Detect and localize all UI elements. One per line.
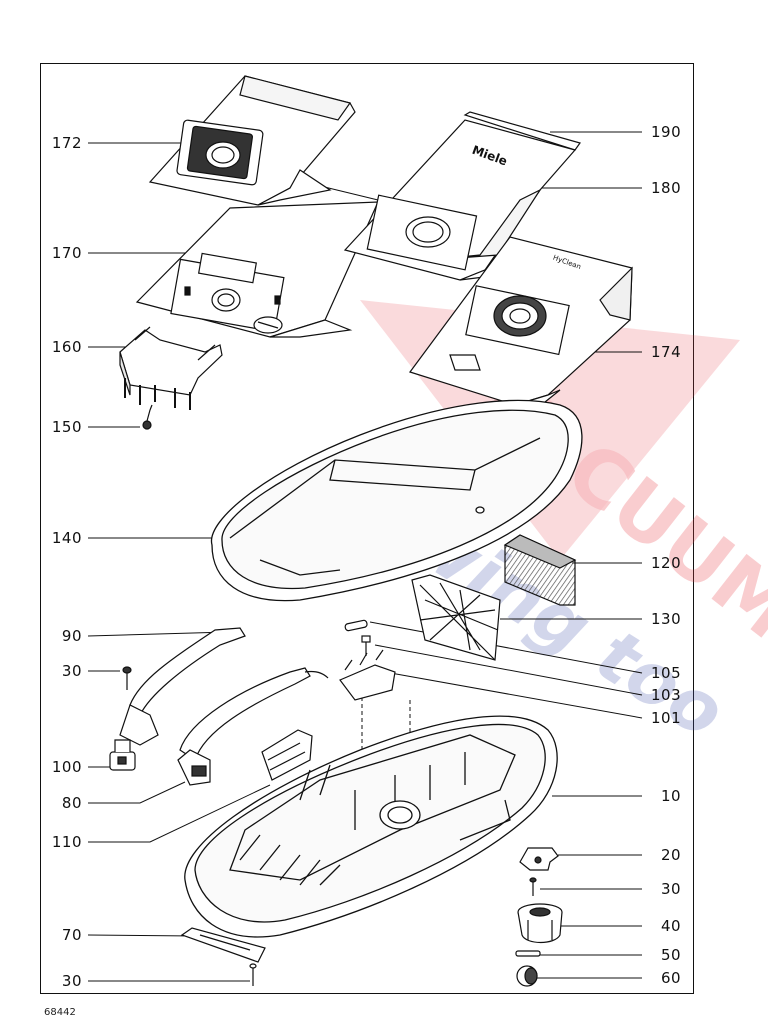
part-190-bag-frame [463,111,581,151]
callout-90: 90 [61,627,82,645]
part-100-switch [109,739,136,771]
part-101-terminal-block [339,649,396,701]
part-80-handle-cable [177,667,329,786]
leader-70 [87,934,196,937]
leader-80 [88,781,186,804]
callout-120: 120 [651,554,682,572]
leader-101 [384,671,643,719]
callout-30b: 30 [661,880,682,898]
callout-160: 160 [51,338,82,356]
part-172-dust-bag [148,75,356,206]
callout-140: 140 [51,529,82,547]
callout-174: 174 [651,343,682,361]
part-180-miele-bag: Miele [343,119,577,281]
leader-105 [369,621,643,674]
part-160-bag-holder [119,326,223,410]
leader-110 [88,784,271,843]
callout-103: 103 [651,686,682,704]
part-140-lid [210,399,583,602]
callout-130: 130 [651,610,682,628]
part-105-pin [344,619,368,632]
part-150-screw [142,404,153,430]
part-60-wheel [516,965,538,987]
callout-100: 100 [51,758,82,776]
leader-90 [87,631,229,637]
callout-70: 70 [61,926,82,944]
part-120-filter [503,534,577,606]
leader-103 [374,644,643,696]
part-30b-screw [529,877,537,896]
part-40-castor [517,903,563,944]
part-90-handle [119,627,246,746]
callout-10: 10 [661,787,682,805]
callout-172: 172 [51,134,82,152]
diagram-frame [40,63,694,994]
callout-40: 40 [661,917,682,935]
callout-60: 60 [661,969,682,987]
callout-80: 80 [61,794,82,812]
part-130-filter-grill [411,574,501,661]
callout-190: 190 [651,123,682,141]
callout-20: 20 [661,846,682,864]
callout-101: 101 [651,709,682,727]
callout-110: 110 [51,833,82,851]
part-174-hyclean-bag: HyClean [409,236,633,406]
part-170-dust-bag [135,201,379,338]
part-110-board [261,729,313,781]
document-number: 68442 [44,1007,76,1018]
callout-30a: 30 [61,662,82,680]
callout-50: 50 [661,946,682,964]
part-30a-screw [122,666,132,690]
part-30c-screw [249,963,257,986]
part-70-bumper [180,927,266,963]
callout-105: 105 [651,664,682,682]
part-50-axle [515,950,541,957]
part-20-bracket [519,847,559,871]
callout-180: 180 [651,179,682,197]
part-10-housing [184,715,558,938]
part-103-screw [361,635,371,656]
callout-170: 170 [51,244,82,262]
callout-150: 150 [51,418,82,436]
callout-30c: 30 [61,972,82,990]
